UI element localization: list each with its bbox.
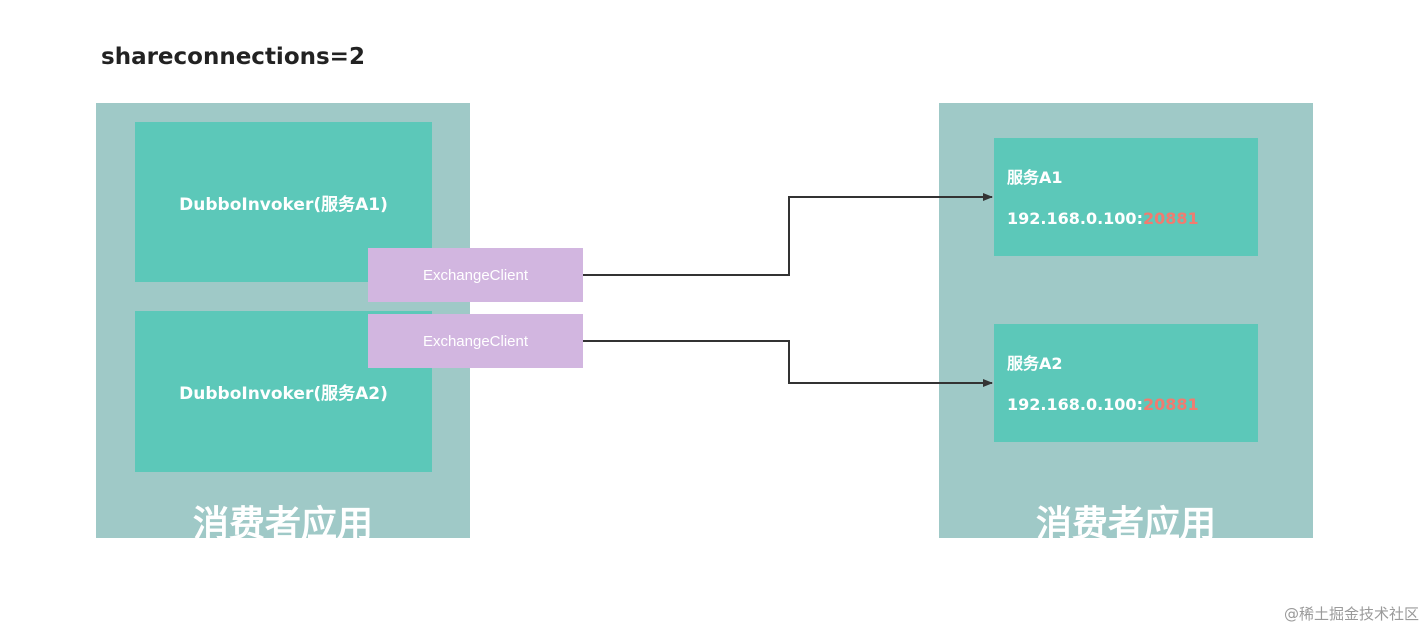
service-a2-ip: 192.168.0.100: bbox=[1007, 395, 1143, 414]
service-a1-node: 服务A1 192.168.0.100:20881 bbox=[994, 138, 1258, 256]
service-a2-node: 服务A2 192.168.0.100:20881 bbox=[994, 324, 1258, 442]
arrow-client2-to-service-a2 bbox=[583, 340, 993, 387]
service-a1-port: 20881 bbox=[1142, 209, 1199, 228]
service-a1-ip: 192.168.0.100: bbox=[1007, 209, 1143, 228]
arrow-client1-to-service-a1 bbox=[583, 193, 993, 276]
consumer-app-label: 消费者应用 bbox=[192, 504, 373, 545]
exchange-client-1-label: ExchangeClient bbox=[422, 266, 529, 284]
invoker-a1-label: DubboInvoker(服务A1) bbox=[179, 194, 388, 215]
invoker-a2-label: DubboInvoker(服务A2) bbox=[179, 384, 388, 404]
provider-app-label: 消费者应用 bbox=[1035, 504, 1216, 545]
watermark-text: @稀土掘金技术社区 bbox=[1283, 605, 1419, 623]
service-a2-port: 20881 bbox=[1142, 395, 1199, 414]
service-a1-address: 192.168.0.100:20881 bbox=[1007, 209, 1199, 228]
diagram-title: shareconnections=2 bbox=[101, 44, 365, 70]
exchange-client-2-node: ExchangeClient bbox=[368, 314, 583, 368]
service-a2-name: 服务A2 bbox=[1007, 354, 1063, 373]
exchange-client-1-node: ExchangeClient bbox=[368, 248, 583, 302]
service-a2-address: 192.168.0.100:20881 bbox=[1007, 395, 1199, 414]
service-a1-name: 服务A1 bbox=[1007, 168, 1063, 187]
exchange-client-2-label: ExchangeClient bbox=[422, 332, 529, 350]
